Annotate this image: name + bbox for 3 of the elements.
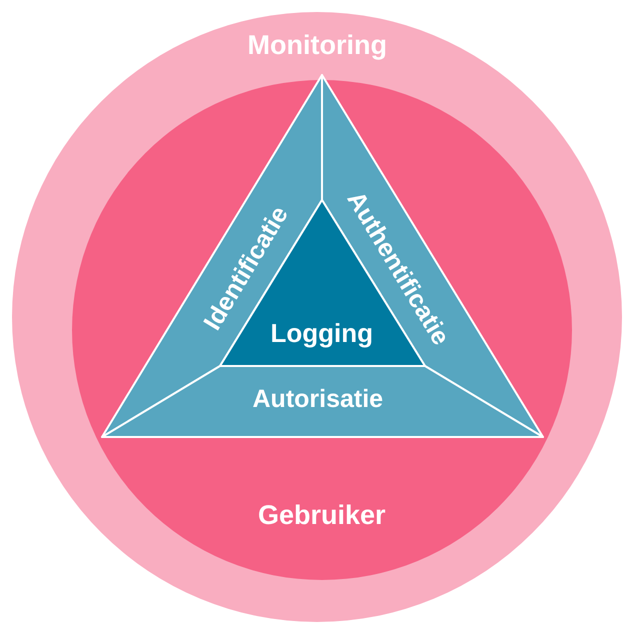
circle-label: Gebruiker — [258, 502, 386, 528]
segment-label: Autorisatie — [252, 386, 384, 412]
ring-label: Monitoring — [248, 32, 387, 58]
